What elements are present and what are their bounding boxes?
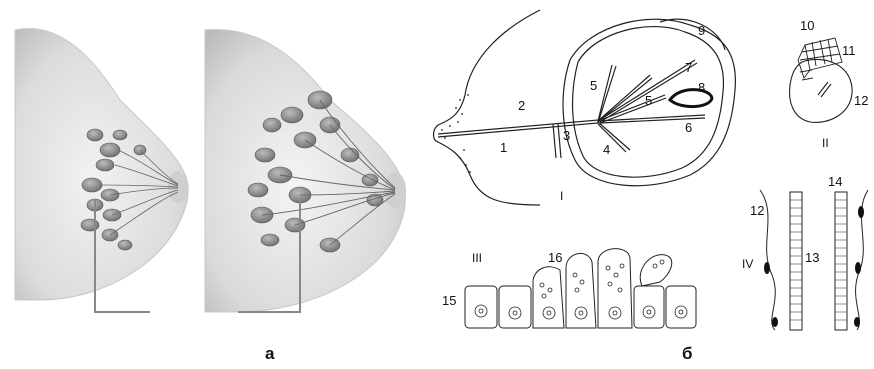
section-I-diagram — [434, 10, 736, 205]
label-1: 1 — [500, 140, 507, 155]
breast-right — [205, 30, 406, 312]
label-12a: 12 — [854, 93, 868, 108]
panel-letter-b: б — [682, 344, 693, 364]
label-14: 14 — [828, 174, 842, 189]
label-3: 3 — [563, 128, 570, 143]
panel-b-schematic: 1 2 3 4 5 5 6 7 8 9 I 10 11 — [420, 0, 874, 369]
label-15: 15 — [442, 293, 456, 308]
roman-IV: IV — [742, 257, 753, 271]
panel-letter-a: а — [265, 344, 274, 364]
label-5a: 5 — [590, 78, 597, 93]
section-III-labels: 15 16 — [442, 250, 562, 308]
roman-I: I — [560, 189, 563, 203]
label-4: 4 — [603, 142, 610, 157]
label-11: 11 — [842, 43, 856, 58]
label-2: 2 — [518, 98, 525, 113]
label-16: 16 — [548, 250, 562, 265]
label-10: 10 — [800, 18, 814, 33]
roman-II: II — [822, 136, 829, 150]
gland-schematic: 1 2 3 4 5 5 6 7 8 9 I 10 11 — [420, 0, 874, 369]
roman-III: III — [472, 251, 482, 265]
label-7: 7 — [685, 60, 692, 75]
label-13: 13 — [805, 250, 819, 265]
section-IV-labels: 12 13 14 — [750, 174, 842, 265]
breast-illustrations — [0, 0, 420, 369]
label-6: 6 — [685, 120, 692, 135]
section-III-diagram — [465, 249, 696, 328]
label-9: 9 — [698, 23, 705, 38]
label-8: 8 — [698, 80, 705, 95]
section-I-labels: 1 2 3 4 5 5 6 7 8 9 — [500, 23, 705, 157]
label-5b: 5 — [645, 93, 652, 108]
breast-left — [15, 28, 188, 312]
panel-a-illustration: а — [0, 0, 420, 369]
label-12b: 12 — [750, 203, 764, 218]
